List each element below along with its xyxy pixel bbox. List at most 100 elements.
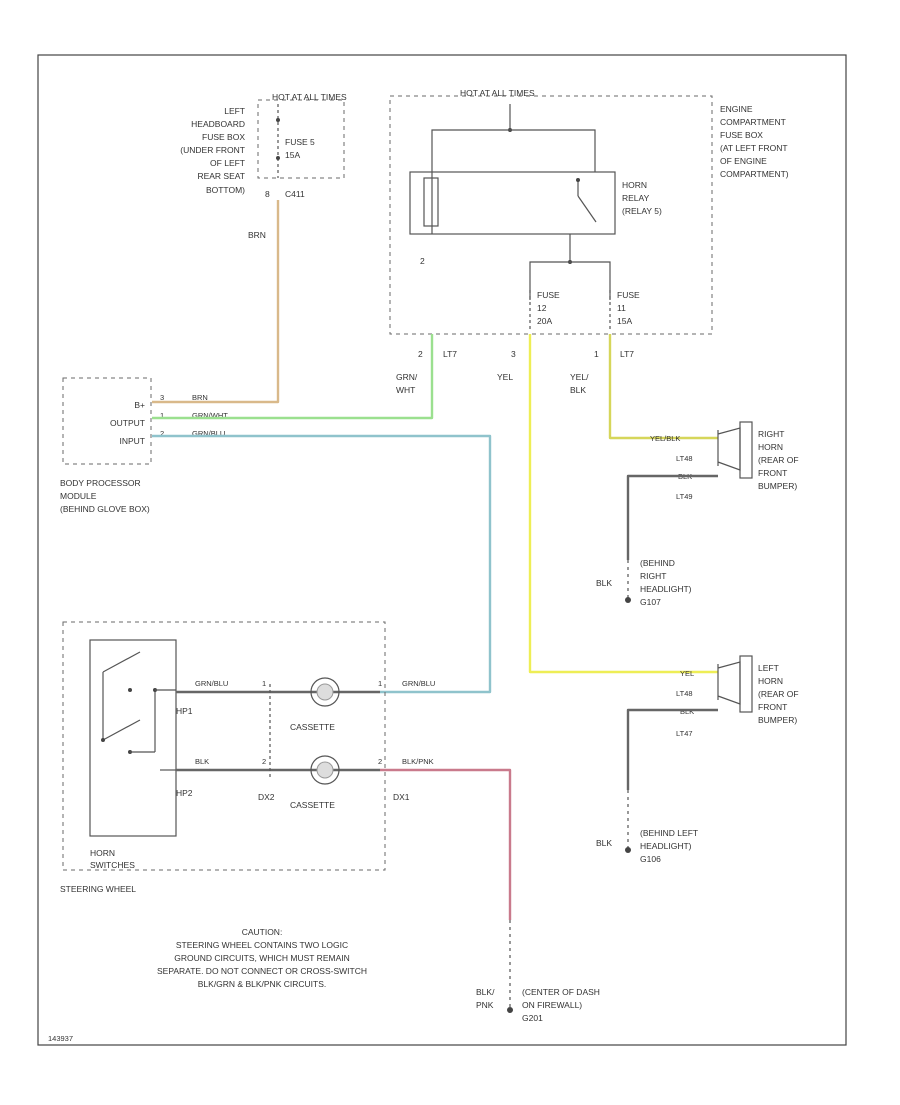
dx1-pin-1: 1 — [378, 679, 382, 688]
bpm-pin-input: INPUT — [120, 436, 146, 446]
cassette-1-icon — [310, 677, 340, 707]
brn-wire — [152, 200, 280, 404]
engine-compartment-fuse-box: HOT AT ALL TIMES ENGINE COMPARTMENT FUSE… — [389, 88, 789, 395]
engine-fuse-box-label-4: (AT LEFT FRONT — [720, 143, 788, 153]
bpm-wire-grn-blu: GRN/BLU — [192, 429, 225, 438]
cassette-2-core — [316, 761, 334, 779]
right-horn-conn-1: LT48 — [676, 454, 693, 463]
relay-contact-dot — [576, 178, 580, 182]
relay-coil — [423, 177, 439, 227]
grn-wht-label-1: GRN/ — [396, 372, 418, 382]
left-ground-label-3: G106 — [640, 854, 661, 864]
caution-line-3: GROUND CIRCUITS, WHICH MUST REMAIN — [174, 953, 350, 963]
horn-relay-label-2: RELAY — [622, 193, 650, 203]
bpm-name-3: (BEHIND GLOVE BOX) — [60, 504, 150, 514]
lt7-connector-1: LT7 — [443, 349, 457, 359]
relay-power-feed — [431, 129, 596, 234]
right-horn-label-3: (REAR OF — [758, 455, 799, 465]
cassette-label-2: CASSETTE — [290, 800, 335, 810]
brn-wire-label: BRN — [248, 230, 266, 240]
grn-wht-wire — [152, 334, 434, 420]
horn-switch-2 — [102, 719, 141, 741]
diagram-frame — [37, 54, 847, 1046]
bpm-pin-num-1: 3 — [160, 393, 164, 402]
horn-switches-label-1: HORN — [90, 848, 115, 858]
center-ground-label-2: ON FIREWALL) — [522, 1000, 582, 1010]
cassette-pin-2: 2 — [262, 757, 266, 766]
left-horn-label-1: LEFT — [758, 663, 779, 673]
switch-dot-3 — [101, 738, 105, 742]
caution-note: CAUTION: STEERING WHEEL CONTAINS TWO LOG… — [157, 927, 367, 989]
blk-pnk-label-2: PNK — [476, 1000, 494, 1010]
steering-wheel-label: STEERING WHEEL — [60, 884, 136, 894]
left-horn-label-3: (REAR OF — [758, 689, 799, 699]
dx1-out-wire-2: BLK/PNK — [402, 757, 434, 766]
pin-3-label: 3 — [511, 349, 516, 359]
bpm-pin-output: OUTPUT — [110, 418, 145, 428]
bpm-wire-grn-wht: GRN/WHT — [192, 411, 228, 420]
engine-fuse-box-label-5: OF ENGINE — [720, 156, 767, 166]
horn-switches-box — [89, 639, 177, 837]
hp2-label: HP2 — [176, 788, 193, 798]
yel-wire — [528, 334, 718, 674]
left-horn: LEFT HORN (REAR OF FRONT BUMPER) YEL BLK… — [596, 655, 799, 864]
left-horn-label-4: FRONT — [758, 702, 787, 712]
bpm-outline — [62, 377, 152, 465]
left-horn-wire-1: YEL — [680, 669, 694, 678]
right-horn-label-2: HORN — [758, 442, 783, 452]
left-ground-label-1: (BEHIND LEFT — [640, 828, 698, 838]
fuse5-top-dot — [276, 118, 280, 122]
cassette-label-1: CASSETTE — [290, 722, 335, 732]
fuse12-rating: 20A — [537, 316, 552, 326]
fuse12-label: FUSE — [537, 290, 560, 300]
left-fuse-box-label-line-2: HEADBOARD — [191, 119, 245, 129]
right-horn-label-4: FRONT — [758, 468, 787, 478]
center-dash-ground: BLK/ PNK (CENTER OF DASH ON FIREWALL) G2… — [476, 920, 600, 1023]
yel-blk-label-1: YEL/ — [570, 372, 589, 382]
right-ground-point — [625, 597, 631, 603]
bpm-pin-num-2: 1 — [160, 411, 164, 420]
diagram-id: 143937 — [48, 1034, 73, 1043]
left-ground-wire-label: BLK — [596, 838, 612, 848]
right-horn-symbol — [717, 427, 741, 471]
grn-wht-label-2: WHT — [396, 385, 415, 395]
left-horn-label-5: BUMPER) — [758, 715, 797, 725]
cassette-2-icon — [310, 755, 340, 785]
engine-fuse-box-label-2: COMPARTMENT — [720, 117, 786, 127]
blk-pnk-label-1: BLK/ — [476, 987, 495, 997]
engine-fuse-box-outline — [389, 95, 713, 335]
fuse11-rating: 15A — [617, 316, 632, 326]
left-fuse-box-label-line-4: (UNDER FRONT — [180, 145, 245, 155]
fuse5-pin: 8 — [265, 189, 270, 199]
horn-switches-label-2: SWITCHES — [90, 860, 135, 870]
right-ground-wire-label: BLK — [596, 578, 612, 588]
yel-blk-wire — [608, 334, 718, 440]
steering-wheel-assembly: HP1 HP2 GRN/BLU BLK 1 2 1 2 CASSETTE CAS… — [60, 621, 435, 894]
hp1-label: HP1 — [176, 706, 193, 716]
bpm-name-1: BODY PROCESSOR — [60, 478, 141, 488]
center-ground-label-3: G201 — [522, 1013, 543, 1023]
right-horn-ground-wire — [626, 474, 718, 560]
hot-at-all-times-label-1: HOT AT ALL TIMES — [272, 92, 347, 102]
lt7-connector-2: LT7 — [620, 349, 634, 359]
caution-line-5: BLK/GRN & BLK/PNK CIRCUITS. — [198, 979, 326, 989]
bpm-pin-num-3: 2 — [160, 429, 164, 438]
switch-wire-2-label: BLK — [195, 757, 209, 766]
right-horn: RIGHT HORN (REAR OF FRONT BUMPER) YEL/BL… — [596, 421, 799, 607]
fuse11-label: FUSE — [617, 290, 640, 300]
connector-c411: C411 — [285, 189, 305, 199]
left-horn-bell — [739, 655, 753, 713]
yel-blk-label-2: BLK — [570, 385, 586, 395]
dx2-label: DX2 — [258, 792, 275, 802]
engine-fuse-box-label-6: COMPARTMENT) — [720, 169, 789, 179]
fuse12-number: 12 — [537, 303, 547, 313]
right-ground-label-4: G107 — [640, 597, 661, 607]
fuse5-label: FUSE 5 — [285, 137, 315, 147]
switch-dot-1 — [128, 688, 132, 692]
blk-pnk-wire — [380, 768, 512, 920]
fuse5-rating: 15A — [285, 150, 300, 160]
center-ground-label-1: (CENTER OF DASH — [522, 987, 600, 997]
relay-coil-pin: 2 — [420, 256, 425, 266]
grn-blu-wire — [152, 434, 492, 694]
relay-switch-arm — [577, 195, 597, 223]
